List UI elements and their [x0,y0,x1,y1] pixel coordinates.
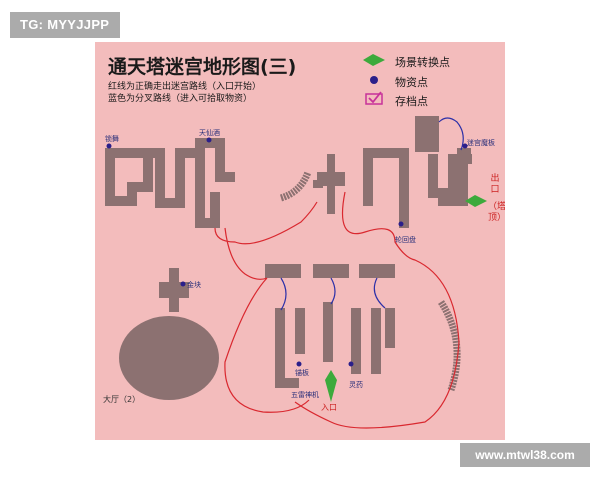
legend-scene-label: 场景转换点 [395,56,450,69]
label-tianxianjiu: 天仙酒 [199,129,220,137]
label-maozi: 锚板 [295,369,309,377]
label-jinkuai: 金块 [187,281,201,289]
label-migongmofan: 迷宫魔板 [467,139,495,147]
maze-walls [105,116,472,400]
legend-scene-icon [363,54,385,66]
legend-save-icon [365,93,383,105]
legend-resource-icon [370,76,378,84]
subtitle-blue: 蓝色为分叉路线（进入可拾取物资） [108,94,253,104]
blue-route-top [438,117,464,151]
maze-map: 通天塔迷宫地形图(三) 红线为正确走出迷宫路线（入口开始） 蓝色为分叉路线（进入… [95,42,505,440]
label-lunhuipan: 轮回盘 [395,236,416,244]
resource-points [106,137,468,367]
watermark-bottom: www.mtwl38.com [460,443,590,467]
red-route [214,191,460,429]
label-lingyao: 灵药 [349,381,363,389]
exit-scene-point [465,195,487,207]
label-entry: 入口 [321,403,337,412]
watermark-top: TG: MYYJJPP [10,12,120,38]
blue-route-lower [280,277,386,311]
maze-drawing [105,54,487,429]
label-hall: 大厅（2） [103,395,141,404]
label-suowu: 锁舞 [105,135,119,143]
legend-save-label: 存档点 [395,95,428,108]
subtitle-red: 红线为正确走出迷宫路线（入口开始） [108,82,262,92]
entry-scene-point [325,370,337,402]
label-exit: 出口 [490,174,500,195]
label-wulinghuaji: 五雷神机 [291,391,319,399]
map-title: 通天塔迷宫地形图(三) [108,56,297,78]
label-exit-top: （塔顶） [488,202,505,223]
legend-resource-label: 物资点 [395,76,428,89]
